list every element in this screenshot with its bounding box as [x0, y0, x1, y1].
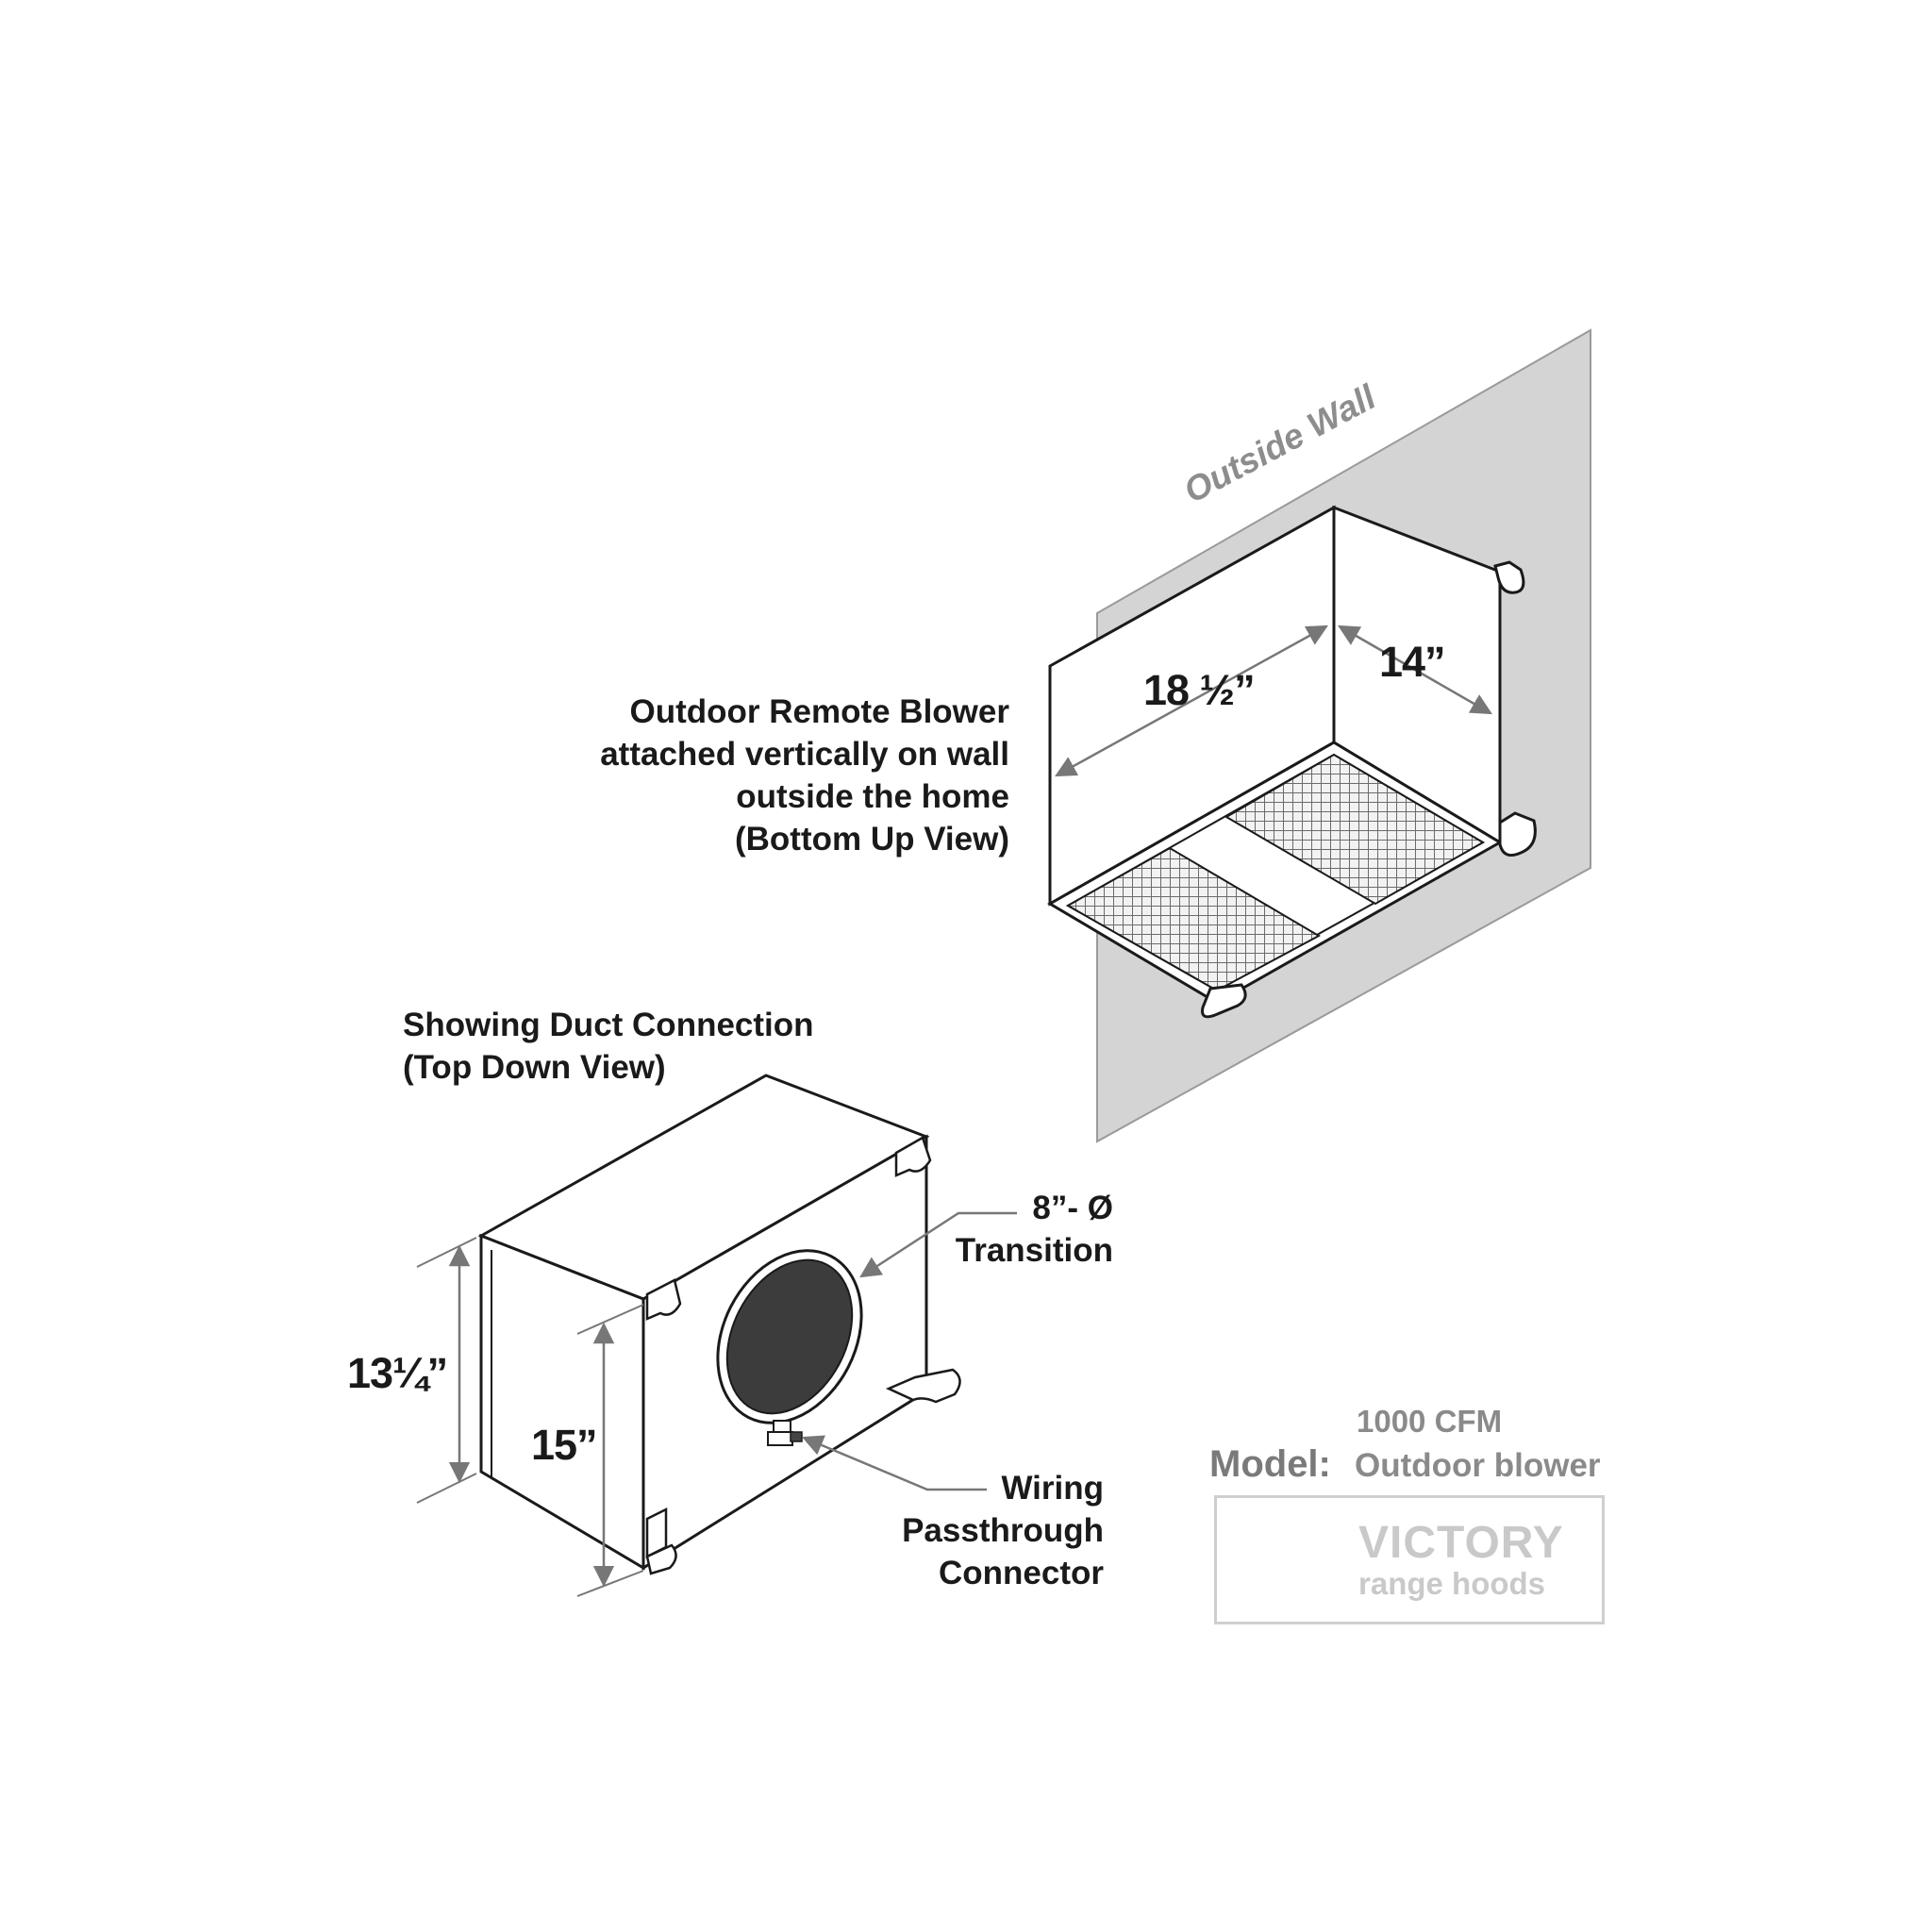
width-dim-line: [1055, 625, 1328, 777]
victory-logo: [1214, 1495, 1605, 1624]
depth-dim-line: [1338, 625, 1492, 715]
bottom-blower-unit: [416, 1074, 1017, 1597]
model-cfm: 1000 CFM: [1357, 1404, 1503, 1439]
logo-subtitle: range hoods: [1358, 1566, 1546, 1601]
depth-dimension: 14”: [1379, 638, 1446, 686]
transition-line-2: Transition: [955, 1232, 1113, 1269]
duct-opening: [725, 1258, 854, 1415]
top-caption-line-3: outside the home: [736, 778, 1009, 815]
corner-brackets: [645, 1136, 961, 1575]
logo-brand: VICTORY: [1358, 1518, 1564, 1568]
wiring-connector: [767, 1420, 803, 1446]
top-caption-line-2: attached vertically on wall: [600, 736, 1009, 773]
wiring-line-3: Connector: [939, 1555, 1104, 1591]
top-unit-caption: Outdoor Remote Blower attached verticall…: [491, 691, 1009, 860]
wiring-leader: [801, 1435, 987, 1491]
height-inner-ext-bot: [576, 1570, 644, 1597]
top-caption-line-4: (Bottom Up View): [734, 821, 1009, 858]
mount-tab-mid-right: [1498, 811, 1537, 857]
bottom-caption-line-1: Showing Duct Connection: [403, 1007, 814, 1043]
mount-tab-top-right: [1493, 560, 1525, 594]
height-outer-ext-bot: [416, 1473, 477, 1504]
transition-label: 8”- Ø Transition: [877, 1187, 1113, 1272]
bottom-caption-line-2: (Top Down View): [403, 1049, 666, 1086]
transition-line-1: 8”- Ø: [1032, 1190, 1113, 1226]
width-dimension: 18 ½”: [1143, 666, 1256, 714]
wiring-label: Wiring Passthrough Connector: [821, 1467, 1104, 1594]
bottom-unit-caption: Showing Duct Connection (Top Down View): [403, 1004, 814, 1089]
mount-tab-bottom: [1201, 983, 1247, 1019]
transition-leader: [859, 1211, 1017, 1278]
top-blower-unit: [1047, 505, 1537, 1019]
wiring-line-1: Wiring: [1001, 1470, 1104, 1507]
height-outer-dimension: 13¼”: [347, 1349, 448, 1397]
model-label: Model:: [1209, 1443, 1331, 1485]
height-inner-dimension: 15”: [531, 1421, 598, 1469]
model-value: Outdoor blower: [1355, 1447, 1601, 1484]
height-inner-ext-top: [576, 1304, 644, 1335]
top-caption-line-1: Outdoor Remote Blower: [629, 693, 1009, 730]
wiring-line-2: Passthrough: [902, 1512, 1104, 1549]
height-outer-ext-top: [416, 1237, 477, 1268]
top-unit-grille-left: [1065, 846, 1322, 992]
